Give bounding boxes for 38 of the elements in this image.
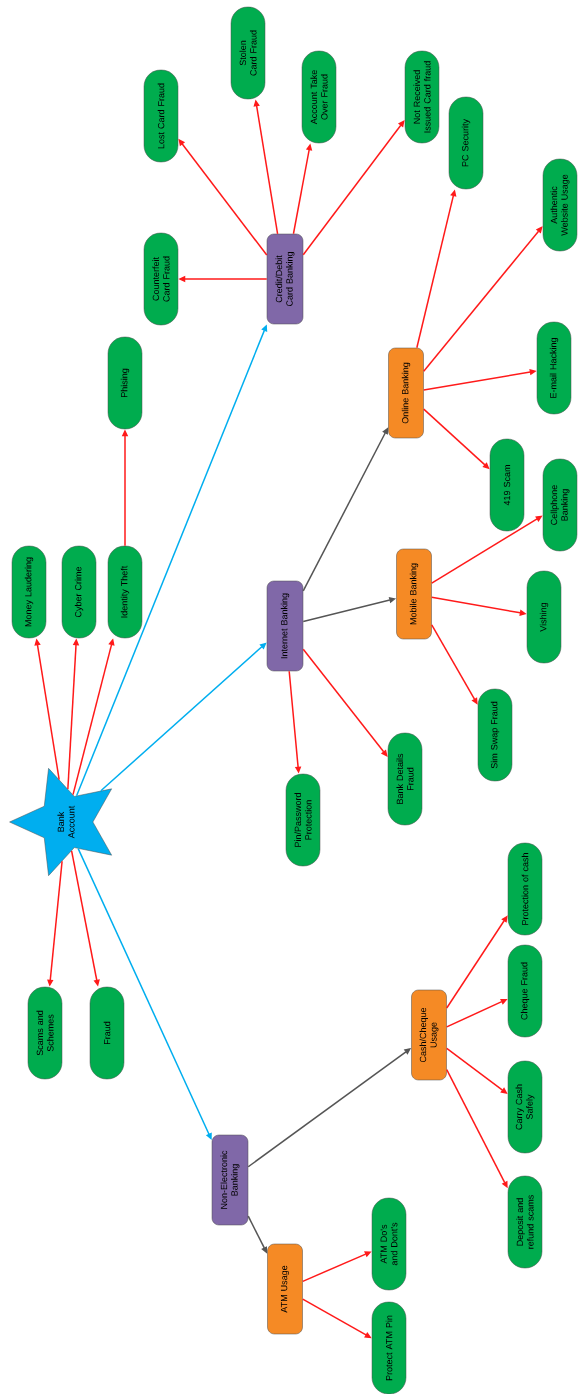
topic-pill: 419 Scam xyxy=(489,438,525,532)
topic-pill: Money Laudering xyxy=(11,545,47,639)
topic-pill: Deposit and refund scams xyxy=(507,1175,543,1269)
arrow xyxy=(100,642,267,792)
topic-pill: Protect ATM Pin xyxy=(371,1301,407,1394)
topic-pill: Cyber Crime xyxy=(61,545,97,639)
topic-pill: Vishing xyxy=(526,570,562,664)
arrow xyxy=(423,226,543,373)
topic-pill: Phising xyxy=(107,336,143,430)
category-box: Internet Banking xyxy=(266,580,304,672)
topic-pill: Cheque Fraud xyxy=(507,944,543,1038)
topic-pill: ATM Do's and Dont's xyxy=(371,1197,407,1291)
topic-pill: Bank Details Fraud xyxy=(387,732,423,826)
channel-box: ATM Usage xyxy=(267,1243,303,1335)
category-box: Credit/Debit Card Banking xyxy=(266,233,304,325)
topic-pill: Counterfeit Card Fraud xyxy=(143,232,179,326)
topic-pill: Cellphone Banking xyxy=(542,458,578,552)
category-box: Non-Electronic Banking xyxy=(211,1134,249,1226)
arrow xyxy=(431,624,478,705)
topic-pill: E-mail Hacking xyxy=(536,321,572,415)
channel-box: Online Banking xyxy=(388,347,424,439)
channel-box: Cash/Cheque Usage xyxy=(411,989,447,1081)
topic-pill: Protection of cash xyxy=(507,842,543,936)
topic-pill: PC Security xyxy=(448,96,484,190)
channel-box: Mobile Banking xyxy=(396,548,432,640)
arrow xyxy=(302,648,388,757)
topic-pill: Not Received Issued Card fraud xyxy=(404,50,440,144)
topic-pill: Account Take Over Fraud xyxy=(301,50,337,144)
topic-pill: Scams and Schemes xyxy=(27,986,63,1080)
topic-pill: Lost Card Fraud xyxy=(143,69,179,163)
topic-pill: Carry Cash Safely xyxy=(507,1060,543,1154)
topic-pill: Stolen Card Fraud xyxy=(230,6,266,100)
arrow xyxy=(302,120,405,256)
topic-pill: Authentic Website Usage xyxy=(542,158,578,252)
topic-pill: Identity Theft xyxy=(107,545,143,639)
topic-pill: Pin/Password Protection xyxy=(285,773,321,867)
topic-pill: Sim Swap Fraud xyxy=(477,688,513,782)
topic-pill: Fraud xyxy=(89,986,125,1080)
